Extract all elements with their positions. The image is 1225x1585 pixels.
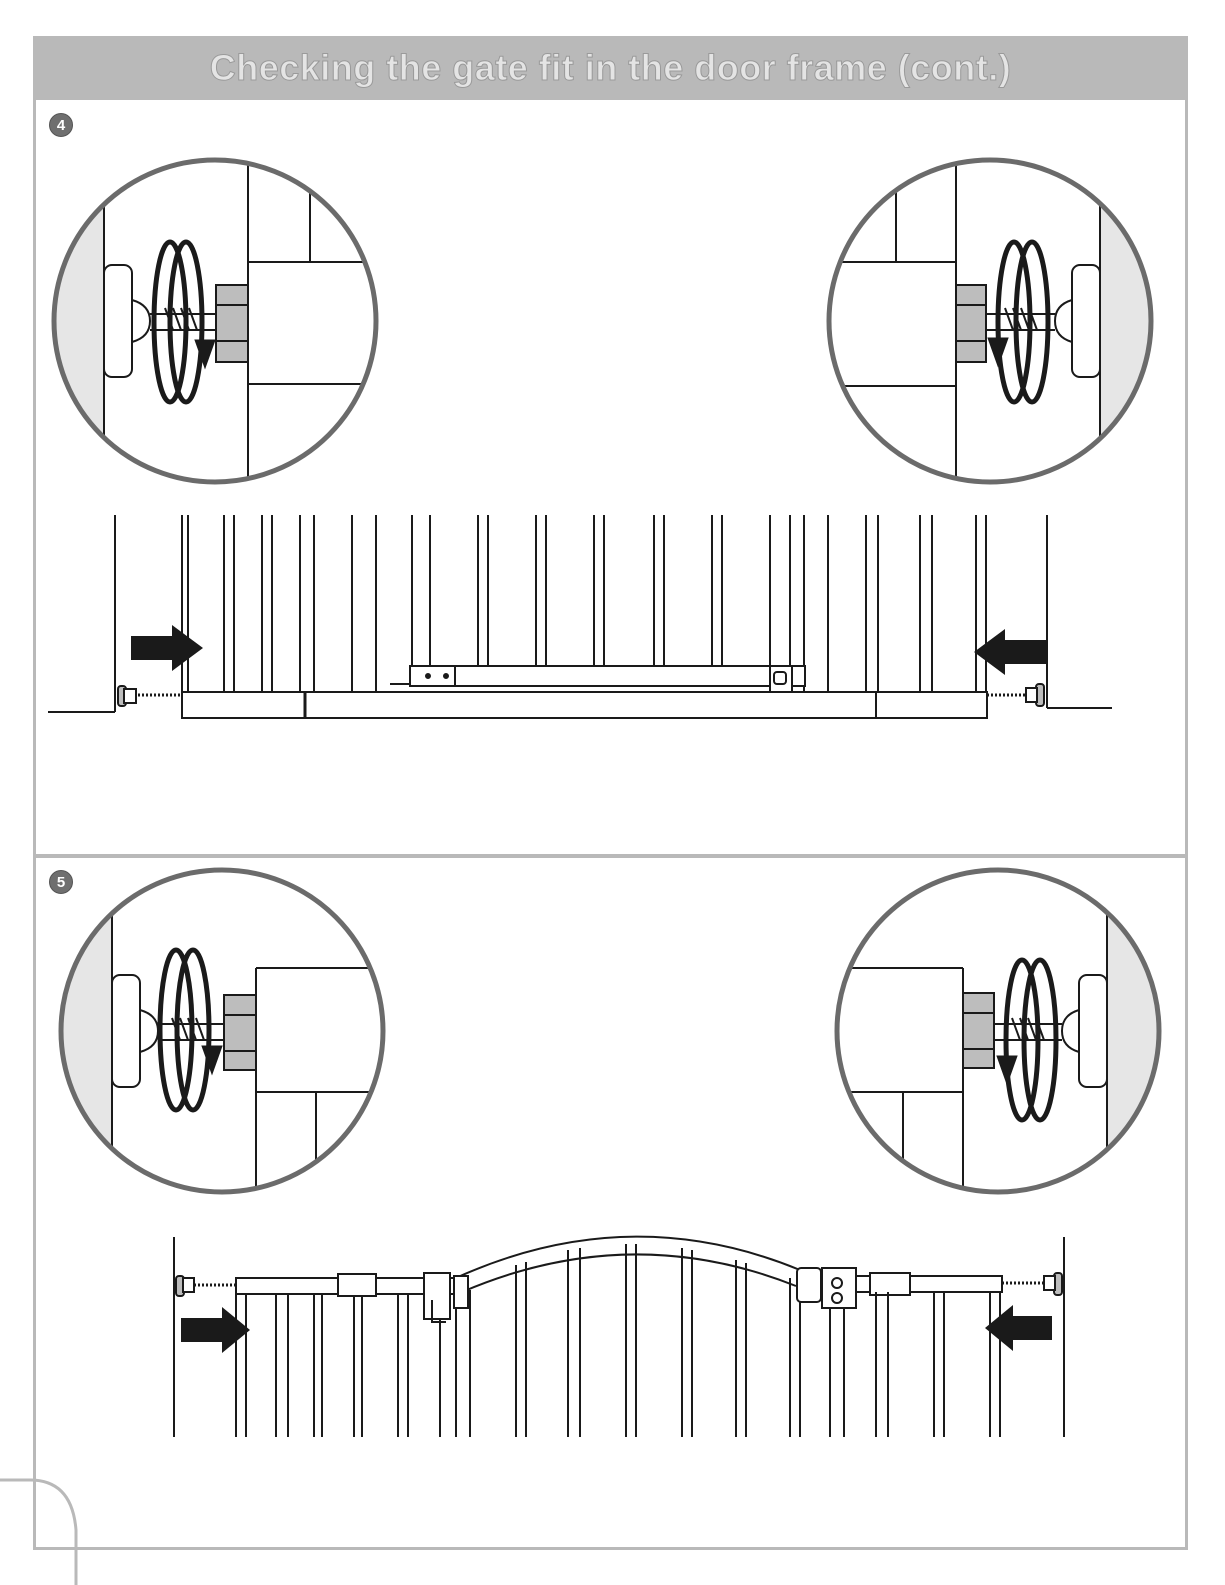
detail-circle-left xyxy=(50,860,390,1200)
rotate-arrow-icon xyxy=(160,950,222,1110)
push-arrow-right-icon xyxy=(181,1307,250,1353)
detail-circle-right xyxy=(830,860,1167,1200)
push-arrow-left-icon xyxy=(985,1305,1052,1351)
gate-top-view xyxy=(174,1237,1064,1437)
